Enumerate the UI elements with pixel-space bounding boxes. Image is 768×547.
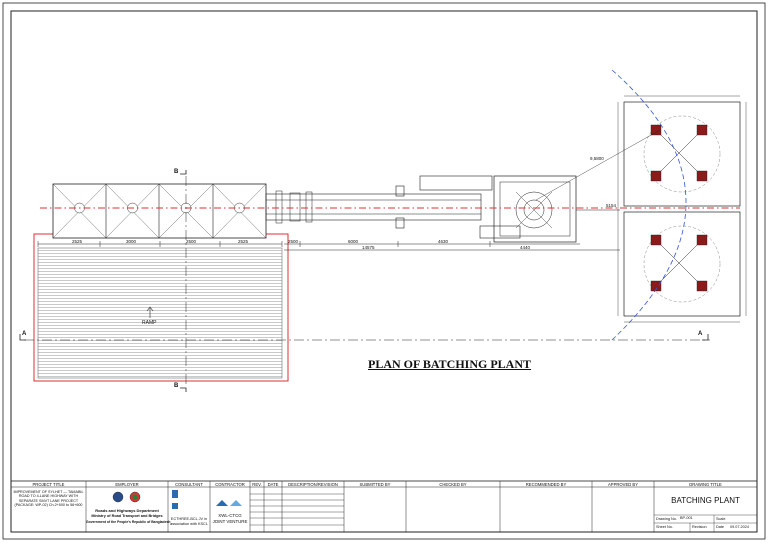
consultant-logo [172, 490, 178, 509]
dim-top-2: 3000 [126, 239, 137, 244]
ramp-area [33, 233, 289, 382]
header-drawing-title: DRAWING TITLE [689, 482, 722, 487]
header-approved-by: APPROVED BY [607, 482, 639, 487]
sheet-border-outer [2, 2, 766, 540]
header-employer: EMPLOYER [115, 482, 139, 487]
plan-title: PLAN OF BATCHING PLANT [368, 357, 532, 371]
employer-logos [112, 491, 141, 503]
aggregate-bins [52, 183, 267, 239]
dim-total: 14575 [362, 245, 375, 250]
dim-mid-3: 4630 [438, 239, 449, 244]
header-recommended-by: RECOMMENDED BY [525, 482, 567, 487]
contractor-logo [216, 500, 242, 506]
mixer-unit: 5154 [419, 175, 620, 243]
employer-line-3: Government of the People's Republic of B… [86, 520, 171, 524]
header-project-title: PROJECT TITLE [32, 482, 65, 487]
section-a-left: A [22, 331, 27, 337]
drawing-no-label: Drawing No. [656, 517, 677, 521]
conveyor-belt [265, 185, 482, 229]
header-contractor: CONTRACTOR [215, 482, 245, 487]
employer-line-1: Roads and Highways Department [95, 508, 159, 513]
cement-silos: 9,5800 [535, 95, 747, 323]
dim-mid-1: 2500 [288, 239, 299, 244]
dim-right: 4440 [520, 245, 531, 250]
header-submitted-by: SUBMITTED BY [359, 482, 391, 487]
project-description: IMPROVEMENT OF SYLHET — TAMABIL ROAD TO … [13, 490, 84, 507]
dimension-mid: 2500 6000 4630 14575 4440 [284, 239, 620, 251]
dim-top-4: 2525 [238, 239, 249, 244]
dim-diag: 9,5800 [590, 156, 604, 161]
header-description: DESCRIPTION/REVISION [288, 482, 338, 487]
ramp-label: RAMP [142, 320, 157, 326]
section-b-top: B [174, 169, 179, 175]
contractor-line-1: XWL-CTCG [218, 513, 242, 518]
dim-top-1: 2525 [72, 239, 83, 244]
drawing-title-value: BATCHING PLANT [671, 496, 740, 505]
swing-radius-arc [611, 69, 687, 341]
dimension-top: 2525 3000 2500 2525 [37, 239, 283, 247]
sheet-no-label: Sheet No. [656, 525, 673, 529]
revision-label: Revision [692, 525, 707, 529]
header-checked-by: CHECKED BY [439, 482, 467, 487]
date-label: Date [716, 525, 725, 529]
consultant-name: ECTHREE-BCL JV in association with KSCL [170, 517, 208, 526]
dim-mid-2: 6000 [348, 239, 359, 244]
section-a-right: A [698, 331, 703, 337]
title-block-grid [10, 480, 758, 533]
date-value: 09.07.2024 [730, 525, 750, 529]
employer-line-2: Ministry of Road Transport and Bridges [91, 514, 163, 518]
scale-label: Scale [716, 517, 726, 521]
dim-line: 5154 [606, 203, 617, 208]
contractor-line-2: JOINT VENTURE [212, 519, 248, 524]
section-lines [19, 170, 710, 392]
header-rev: REV. [252, 482, 262, 487]
header-consultant: CONSULTANT [175, 482, 203, 487]
drawing-no-value: BP-001 [680, 516, 693, 520]
header-date: DATE [267, 482, 279, 487]
section-b-bottom: B [174, 383, 179, 389]
dim-top-3: 2500 [186, 239, 197, 244]
